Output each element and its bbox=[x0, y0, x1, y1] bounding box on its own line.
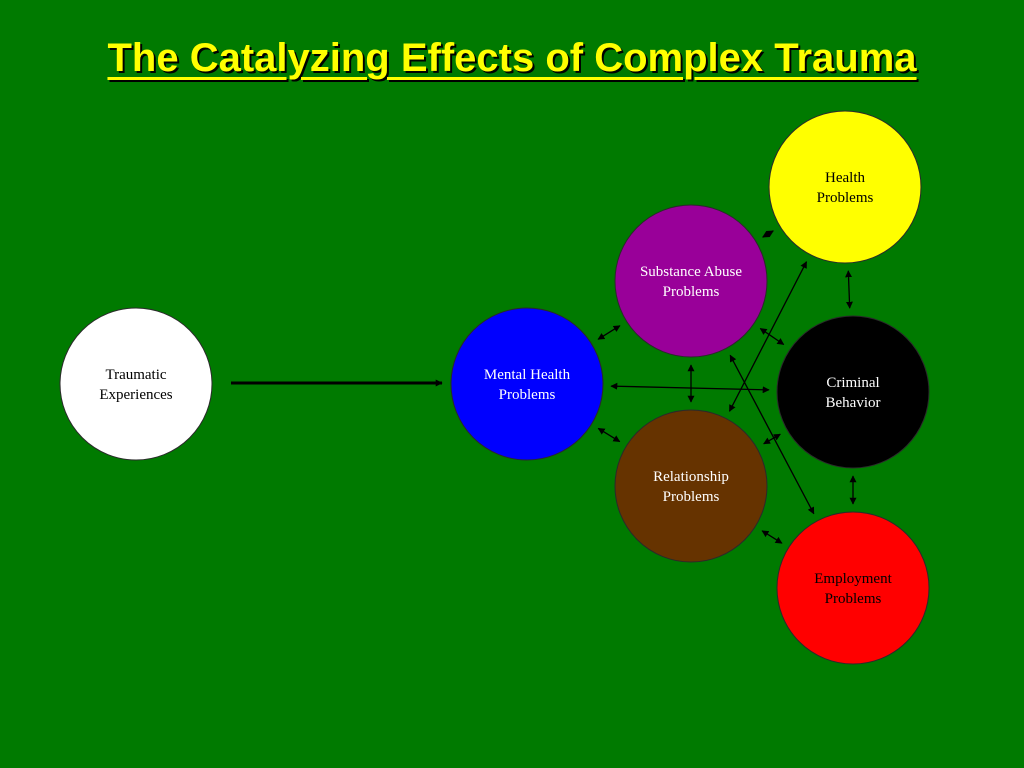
node-label-line: Problems bbox=[663, 284, 720, 300]
node-label-line: Employment bbox=[814, 571, 892, 587]
node-circle-health bbox=[768, 110, 922, 264]
arrow-relationship-criminal bbox=[763, 433, 781, 445]
arrow-relationship-employment bbox=[761, 530, 783, 544]
node-circle-substance bbox=[614, 204, 768, 358]
node-label-line: Health bbox=[825, 170, 865, 186]
node-label-line: Problems bbox=[817, 190, 874, 206]
arrow-mental-criminal bbox=[610, 382, 770, 394]
node-label-line: Traumatic bbox=[105, 367, 166, 383]
arrow-health-criminal bbox=[845, 270, 853, 309]
node-label-line: Substance Abuse bbox=[640, 264, 742, 280]
arrow-mental-relationship bbox=[597, 427, 621, 443]
node-label-line: Relationship bbox=[653, 469, 729, 485]
arrow-substance-health bbox=[762, 230, 774, 238]
node-circle-mental bbox=[450, 307, 604, 461]
node-label-line: Mental Health bbox=[484, 367, 571, 383]
node-label-line: Problems bbox=[663, 489, 720, 505]
node-circle-relationship bbox=[614, 409, 768, 563]
arrow-relationship-health bbox=[728, 261, 808, 412]
node-label-line: Behavior bbox=[826, 395, 881, 411]
node-label-line: Experiences bbox=[99, 387, 172, 403]
connections bbox=[231, 230, 857, 544]
slide-title: The Catalyzing Effects of Complex Trauma bbox=[107, 36, 917, 80]
node-label-line: Problems bbox=[499, 387, 556, 403]
node-circle-criminal bbox=[776, 315, 930, 469]
arrow-mental-substance bbox=[597, 325, 621, 340]
node-circle-traumatic bbox=[59, 307, 213, 461]
node-circle-employment bbox=[776, 511, 930, 665]
node-label-line: Criminal bbox=[826, 375, 879, 391]
node-label-line: Problems bbox=[825, 591, 882, 607]
arrow-substance-criminal bbox=[759, 327, 785, 346]
